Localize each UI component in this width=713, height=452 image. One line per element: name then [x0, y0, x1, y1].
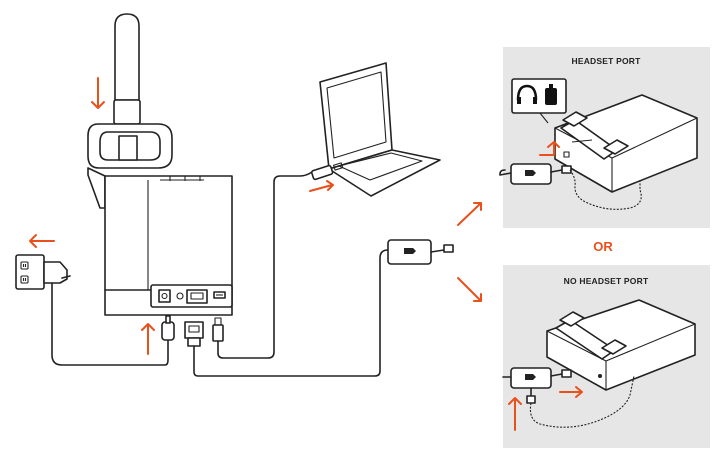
arrow-right-laptop — [309, 180, 334, 192]
coiled-cord-headset-port — [569, 169, 642, 210]
arrow-up-handset-plug — [508, 397, 522, 431]
usb-dongle — [310, 164, 334, 181]
laptop — [319, 62, 441, 197]
power-adapter — [43, 261, 71, 284]
handset-icon — [545, 84, 557, 105]
desk-phone-no-headset-port — [546, 299, 696, 391]
telephone-cable — [193, 249, 389, 377]
desk-phone-headset-port — [554, 94, 698, 193]
ehs-cable-headset-port — [499, 169, 512, 176]
arrow-diagonal-up — [457, 202, 482, 226]
power-cable — [51, 282, 169, 366]
telephone-plug — [184, 321, 204, 347]
usb-cable — [217, 171, 313, 359]
handset-plug — [526, 395, 536, 404]
headset-icon — [516, 84, 538, 104]
wall-outlet — [15, 254, 45, 290]
arrow-left — [29, 234, 55, 248]
no-headset-port-title: NO HEADSET PORT — [564, 276, 649, 286]
coiled-cord-no-headset-port — [529, 375, 635, 428]
arrow-into-headset-port — [539, 141, 560, 156]
usb-plug — [212, 317, 224, 342]
power-plug — [161, 315, 175, 341]
base-station — [87, 167, 233, 316]
ehs-adapter-no-headset-port — [510, 367, 572, 397]
ehs-cable-adapter — [387, 239, 454, 265]
arrow-down-headset — [91, 77, 105, 109]
or-separator: OR — [593, 239, 613, 254]
arrow-diagonal-down — [457, 277, 482, 302]
headset-port-jack — [563, 151, 570, 158]
headset-port-title: HEADSET PORT — [572, 56, 642, 66]
headset-port-badge — [511, 78, 567, 124]
arrow-into-phone — [559, 386, 583, 398]
headset — [87, 13, 173, 169]
ehs-adapter-headset-port — [510, 163, 572, 185]
arrow-up-power — [141, 323, 155, 355]
